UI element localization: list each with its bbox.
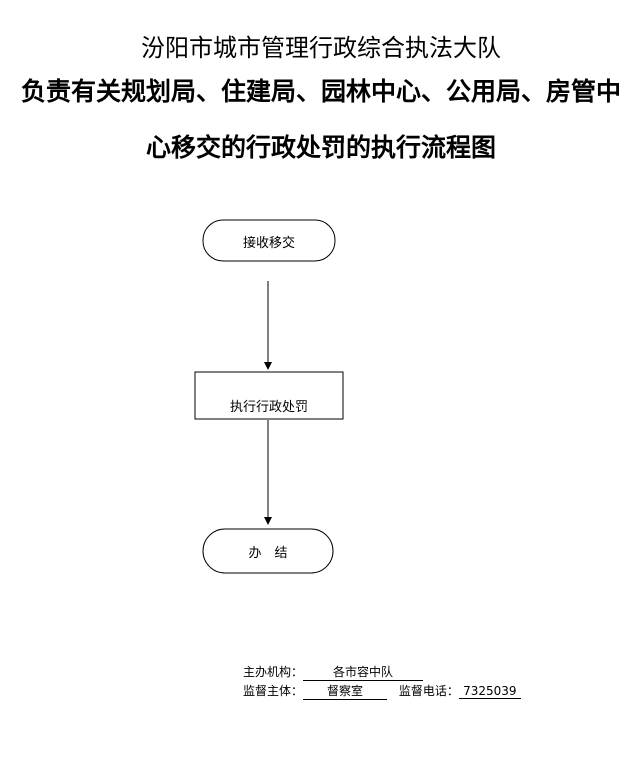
node-complete-shape [202,528,334,574]
title-line-2: 负责有关规划局、住建局、园林中心、公用局、房管中 [20,77,621,106]
node-complete-label: 办 结 [248,546,288,561]
footer-supervisor-row: 监督主体：督察室 监督电话：7325039 [243,682,521,700]
node-receive-transfer-label: 接收移交 [242,236,295,251]
supervisor-label: 监督主体： [243,684,304,698]
phone-value: 7325039 [458,684,521,699]
host-label: 主办机构： [243,665,304,679]
title-line-3: 心移交的行政处罚的执行流程图 [145,133,496,162]
node-receive-transfer-shape [202,219,336,262]
title-line-1: 汾阳市城市管理行政综合执法大队 [141,34,501,62]
node-execute-penalty-label: 执行行政处罚 [229,400,308,415]
supervisor-value: 督察室 [303,682,388,700]
footer-host-row: 主办机构：各市容中队 [243,663,424,681]
node-execute-penalty-shape [194,371,344,420]
host-value: 各市容中队 [303,663,424,681]
phone-label: 监督电话： [398,684,459,698]
